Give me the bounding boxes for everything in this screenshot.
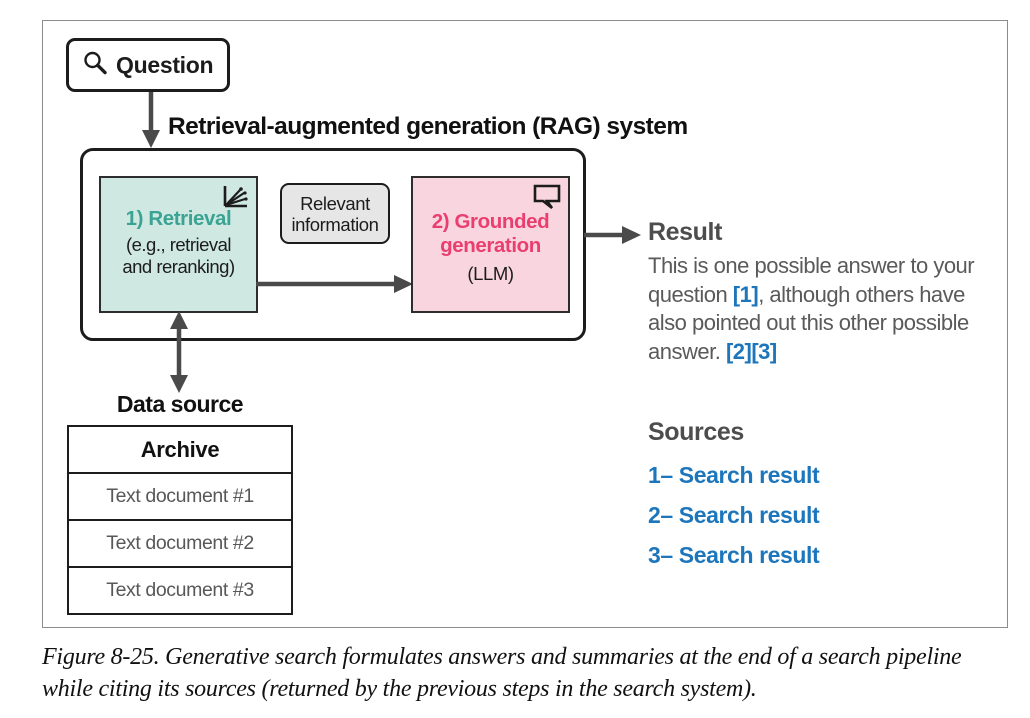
arrow-rag-to-result: [584, 224, 642, 246]
sources-heading: Sources: [648, 418, 744, 446]
relevant-information-box: Relevant information: [280, 183, 390, 244]
list-item[interactable]: 2– Search result: [648, 502, 820, 528]
question-box[interactable]: Question: [66, 38, 230, 92]
relevant-information-line1: Relevant: [300, 192, 370, 214]
retrieval-subtitle-line1: (e.g., retrieval: [125, 234, 232, 255]
retrieval-subtitle-line2: and reranking): [122, 256, 235, 277]
archive-table-header: Archive: [69, 427, 291, 474]
speech-bubble-icon: [533, 184, 561, 216]
generation-title: 2) Grounded generation: [413, 210, 568, 258]
result-body-text: This is one possible answer to your ques…: [648, 252, 998, 366]
arrow-question-to-rag: [140, 92, 162, 150]
vector-plot-icon: [222, 184, 249, 216]
grounded-generation-stage-box[interactable]: 2) Grounded generation (LLM): [411, 176, 570, 313]
question-label: Question: [116, 51, 214, 78]
search-icon: [82, 50, 108, 81]
sources-list: 1– Search result 2– Search result 3– Sea…: [648, 455, 988, 575]
generation-title-line1: 2) Grounded: [431, 210, 550, 233]
figure-caption: Figure 8-25. Generative search formulate…: [42, 644, 962, 702]
result-text-part1: This is one possible answer to your ques…: [648, 253, 975, 307]
result-text-part2: , although others have also pointed out …: [648, 281, 969, 364]
generation-subtitle: (LLM): [467, 263, 514, 284]
citation-1[interactable]: [1]: [732, 281, 759, 307]
retrieval-title: 1) Retrieval: [125, 207, 232, 230]
citation-2[interactable]: [2]: [725, 338, 752, 364]
result-heading: Result: [648, 218, 723, 246]
archive-table: Archive Text document #1 Text document #…: [67, 425, 293, 615]
table-row[interactable]: Text document #1: [69, 474, 291, 521]
generation-title-line2: generation: [440, 234, 541, 257]
retrieval-subtitle: (e.g., retrieval and reranking): [101, 234, 256, 278]
list-item[interactable]: 3– Search result: [648, 542, 820, 568]
table-row[interactable]: Text document #2: [69, 521, 291, 568]
list-item[interactable]: 1– Search result: [648, 462, 820, 488]
table-row[interactable]: Text document #3: [106, 579, 254, 601]
arrow-retrieval-to-generation: [256, 274, 414, 294]
arrow-data-source-retrieval-bidirectional: [168, 311, 190, 393]
data-source-label: Data source: [116, 391, 244, 417]
retrieval-stage-box[interactable]: 1) Retrieval (e.g., retrieval and rerank…: [99, 176, 258, 313]
rag-system-title: Retrieval-augmented generation (RAG) sys…: [168, 113, 688, 140]
citation-3[interactable]: [3]: [751, 338, 777, 364]
relevant-information-line2: information: [291, 213, 379, 235]
